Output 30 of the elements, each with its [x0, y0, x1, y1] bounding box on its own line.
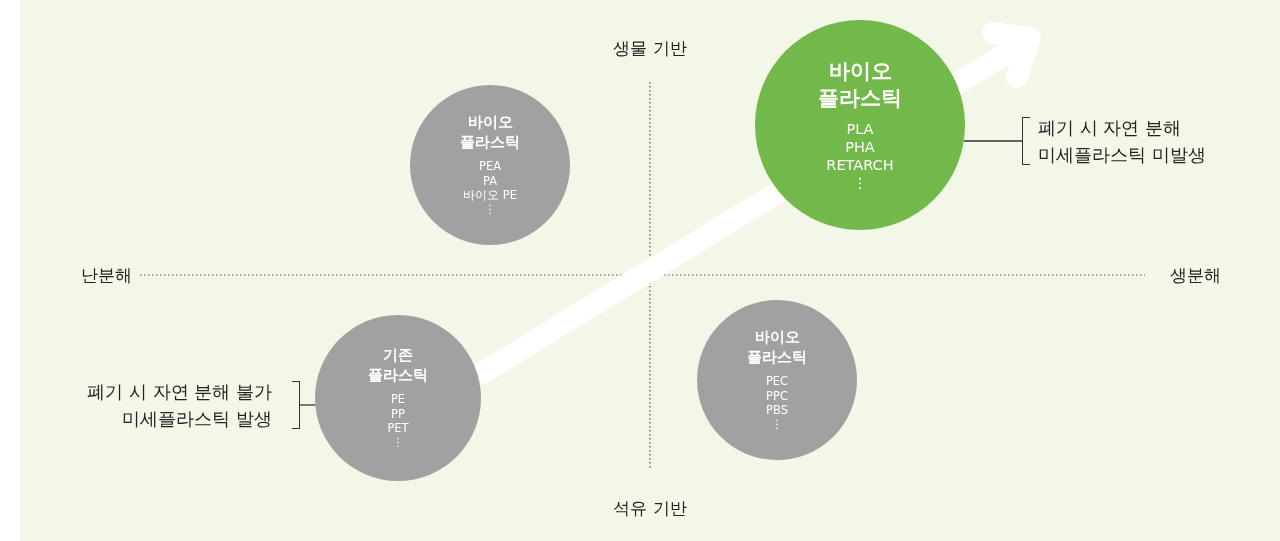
item-label: PLA	[846, 119, 874, 138]
item-label: ⋮	[771, 417, 783, 432]
item-label: PEC	[765, 374, 789, 389]
item-label: ⋮	[852, 173, 868, 193]
item-label: RETARCH	[826, 155, 894, 174]
axis-label: 난분해	[80, 263, 132, 287]
annotation-text: 미세플라스틱 발생	[121, 407, 272, 431]
item-label: PBS	[766, 403, 788, 418]
annotation-text: 미세플라스틱 미발생	[1038, 143, 1206, 167]
annotation-text: 폐기 시 자연 분해	[1038, 116, 1183, 140]
circle-heading: 바이오 플라스틱	[746, 328, 808, 368]
item-label: PPC	[766, 388, 788, 403]
item-label: ⋮	[484, 202, 496, 217]
axis-label: 생분해	[1169, 263, 1221, 287]
circle-heading: 기존 플라스틱	[367, 346, 429, 386]
item-label: PP	[391, 406, 405, 421]
leader-line	[963, 140, 1023, 142]
item-label: PA	[482, 173, 498, 188]
annotation-text: 폐기 시 자연 분해 불가	[87, 380, 272, 404]
circle-heading: 바이오 플라스틱	[817, 57, 903, 113]
item-label: PET	[387, 421, 409, 436]
item-label: 바이오 PE	[463, 188, 517, 203]
circle-heading: 바이오 플라스틱	[459, 113, 521, 153]
leader-line	[299, 404, 316, 406]
item-label: ⋮	[392, 435, 404, 450]
axis-label: 석유 기반	[613, 496, 687, 520]
item-label: PEA	[478, 159, 502, 174]
axis-label: 생물 기반	[613, 36, 687, 60]
item-label: PHA	[845, 137, 875, 156]
item-label: PE	[390, 392, 406, 407]
